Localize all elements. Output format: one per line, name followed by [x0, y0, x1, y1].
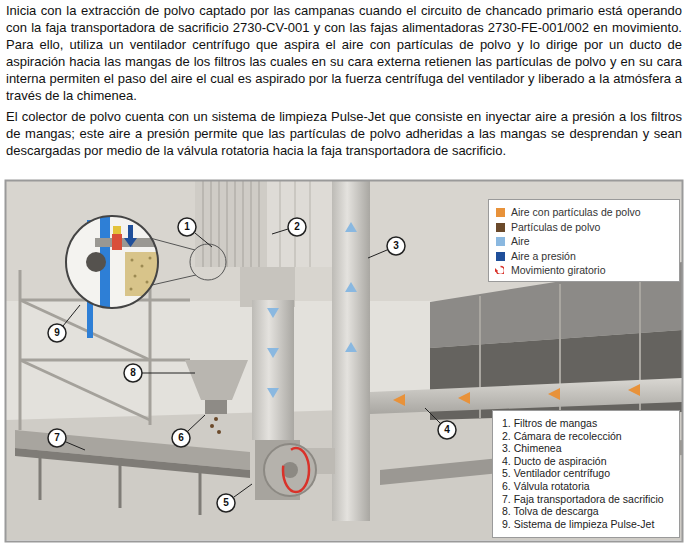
legend-label: Aire [511, 235, 530, 248]
callout-number: 2 [288, 218, 306, 236]
rotation-symbol [495, 265, 504, 274]
legend-label: Aire a presión [511, 250, 576, 263]
scene [6, 181, 682, 540]
callout-number: 9 [48, 324, 66, 342]
part-name: 8. Tolva de descarga [502, 505, 670, 518]
legend-swatch [496, 252, 505, 261]
legend-swatch [496, 223, 505, 232]
callout-number: 3 [387, 237, 405, 255]
callout-circles [48, 218, 456, 512]
callout-number: 6 [172, 429, 190, 447]
body-paragraph: Inicia con la extracción de polvo captad… [6, 2, 682, 104]
part-name: 6. Válvula rotatoria [502, 480, 670, 493]
legend-swatch [496, 208, 505, 217]
callout-number: 7 [48, 429, 66, 447]
part-name: 9. Sistema de limpieza Pulse-Jet [502, 518, 670, 531]
callout-number: 4 [438, 421, 456, 439]
callout-number: 8 [124, 364, 142, 382]
leader-lines [63, 229, 440, 497]
legend-label: Movimiento giratorio [511, 264, 606, 277]
legend-panel [489, 200, 680, 282]
part-name: 5. Ventilador centrífugo [502, 467, 670, 480]
legend-swatch [496, 237, 505, 246]
legend-label: Partículas de polvo [511, 221, 600, 234]
callout-number: 5 [217, 494, 235, 512]
part-name: 2. Cámara de recolección [502, 430, 670, 443]
part-name: 7. Faja transportadora de sacrificio [502, 493, 670, 506]
part-name: 1. Filtros de mangas [502, 417, 670, 430]
pulse-jet-inset [66, 214, 165, 314]
parts-list-box: 1. Filtros de mangas2. Cámara de recolec… [492, 410, 680, 538]
legend-label: Aire con partículas de polvo [511, 206, 641, 219]
part-name: 3. Chimenea [502, 442, 670, 455]
frame [6, 181, 683, 542]
part-name: 4. Ducto de aspiración [502, 455, 670, 468]
body-paragraph: El colector de polvo cuenta con un siste… [6, 108, 682, 159]
callout-number: 1 [178, 218, 196, 236]
